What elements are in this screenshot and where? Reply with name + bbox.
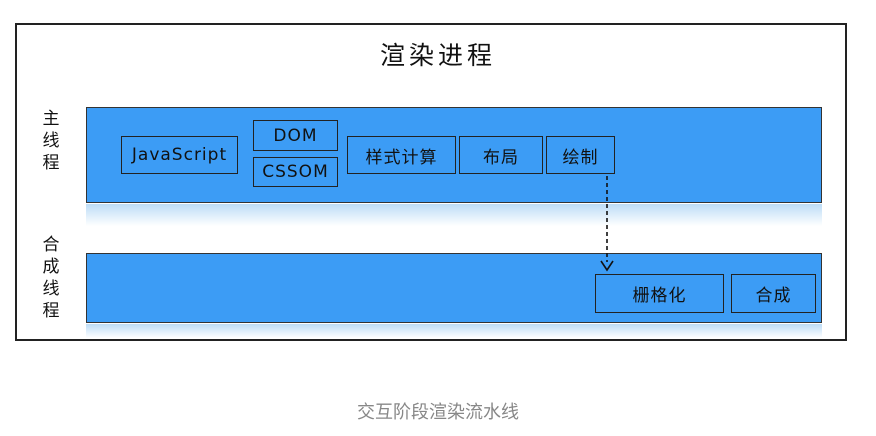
- task-layout: 布局: [459, 136, 543, 174]
- task-style: 样式计算: [347, 136, 456, 174]
- task-paint: 绘制: [546, 136, 615, 174]
- main-thread-band-shadow: [86, 204, 822, 226]
- figure-caption: 交互阶段渲染流水线: [357, 402, 519, 423]
- main-thread-label: 主 线 程: [42, 109, 60, 173]
- task-composite: 合成: [731, 274, 816, 313]
- task-cssom: CSSOM: [253, 157, 338, 187]
- task-raster: 栅格化: [595, 274, 724, 313]
- task-dom: DOM: [253, 120, 338, 151]
- diagram-title: 渲染进程: [379, 41, 496, 70]
- main-thread-band: [86, 107, 822, 203]
- compositor-thread-label: 合 成 线 程: [42, 235, 60, 321]
- compositor-thread-band: [86, 253, 822, 323]
- task-javascript: JavaScript: [121, 136, 238, 174]
- arrow-head-icon: [600, 260, 614, 272]
- compositor-thread-band-shadow: [86, 324, 822, 338]
